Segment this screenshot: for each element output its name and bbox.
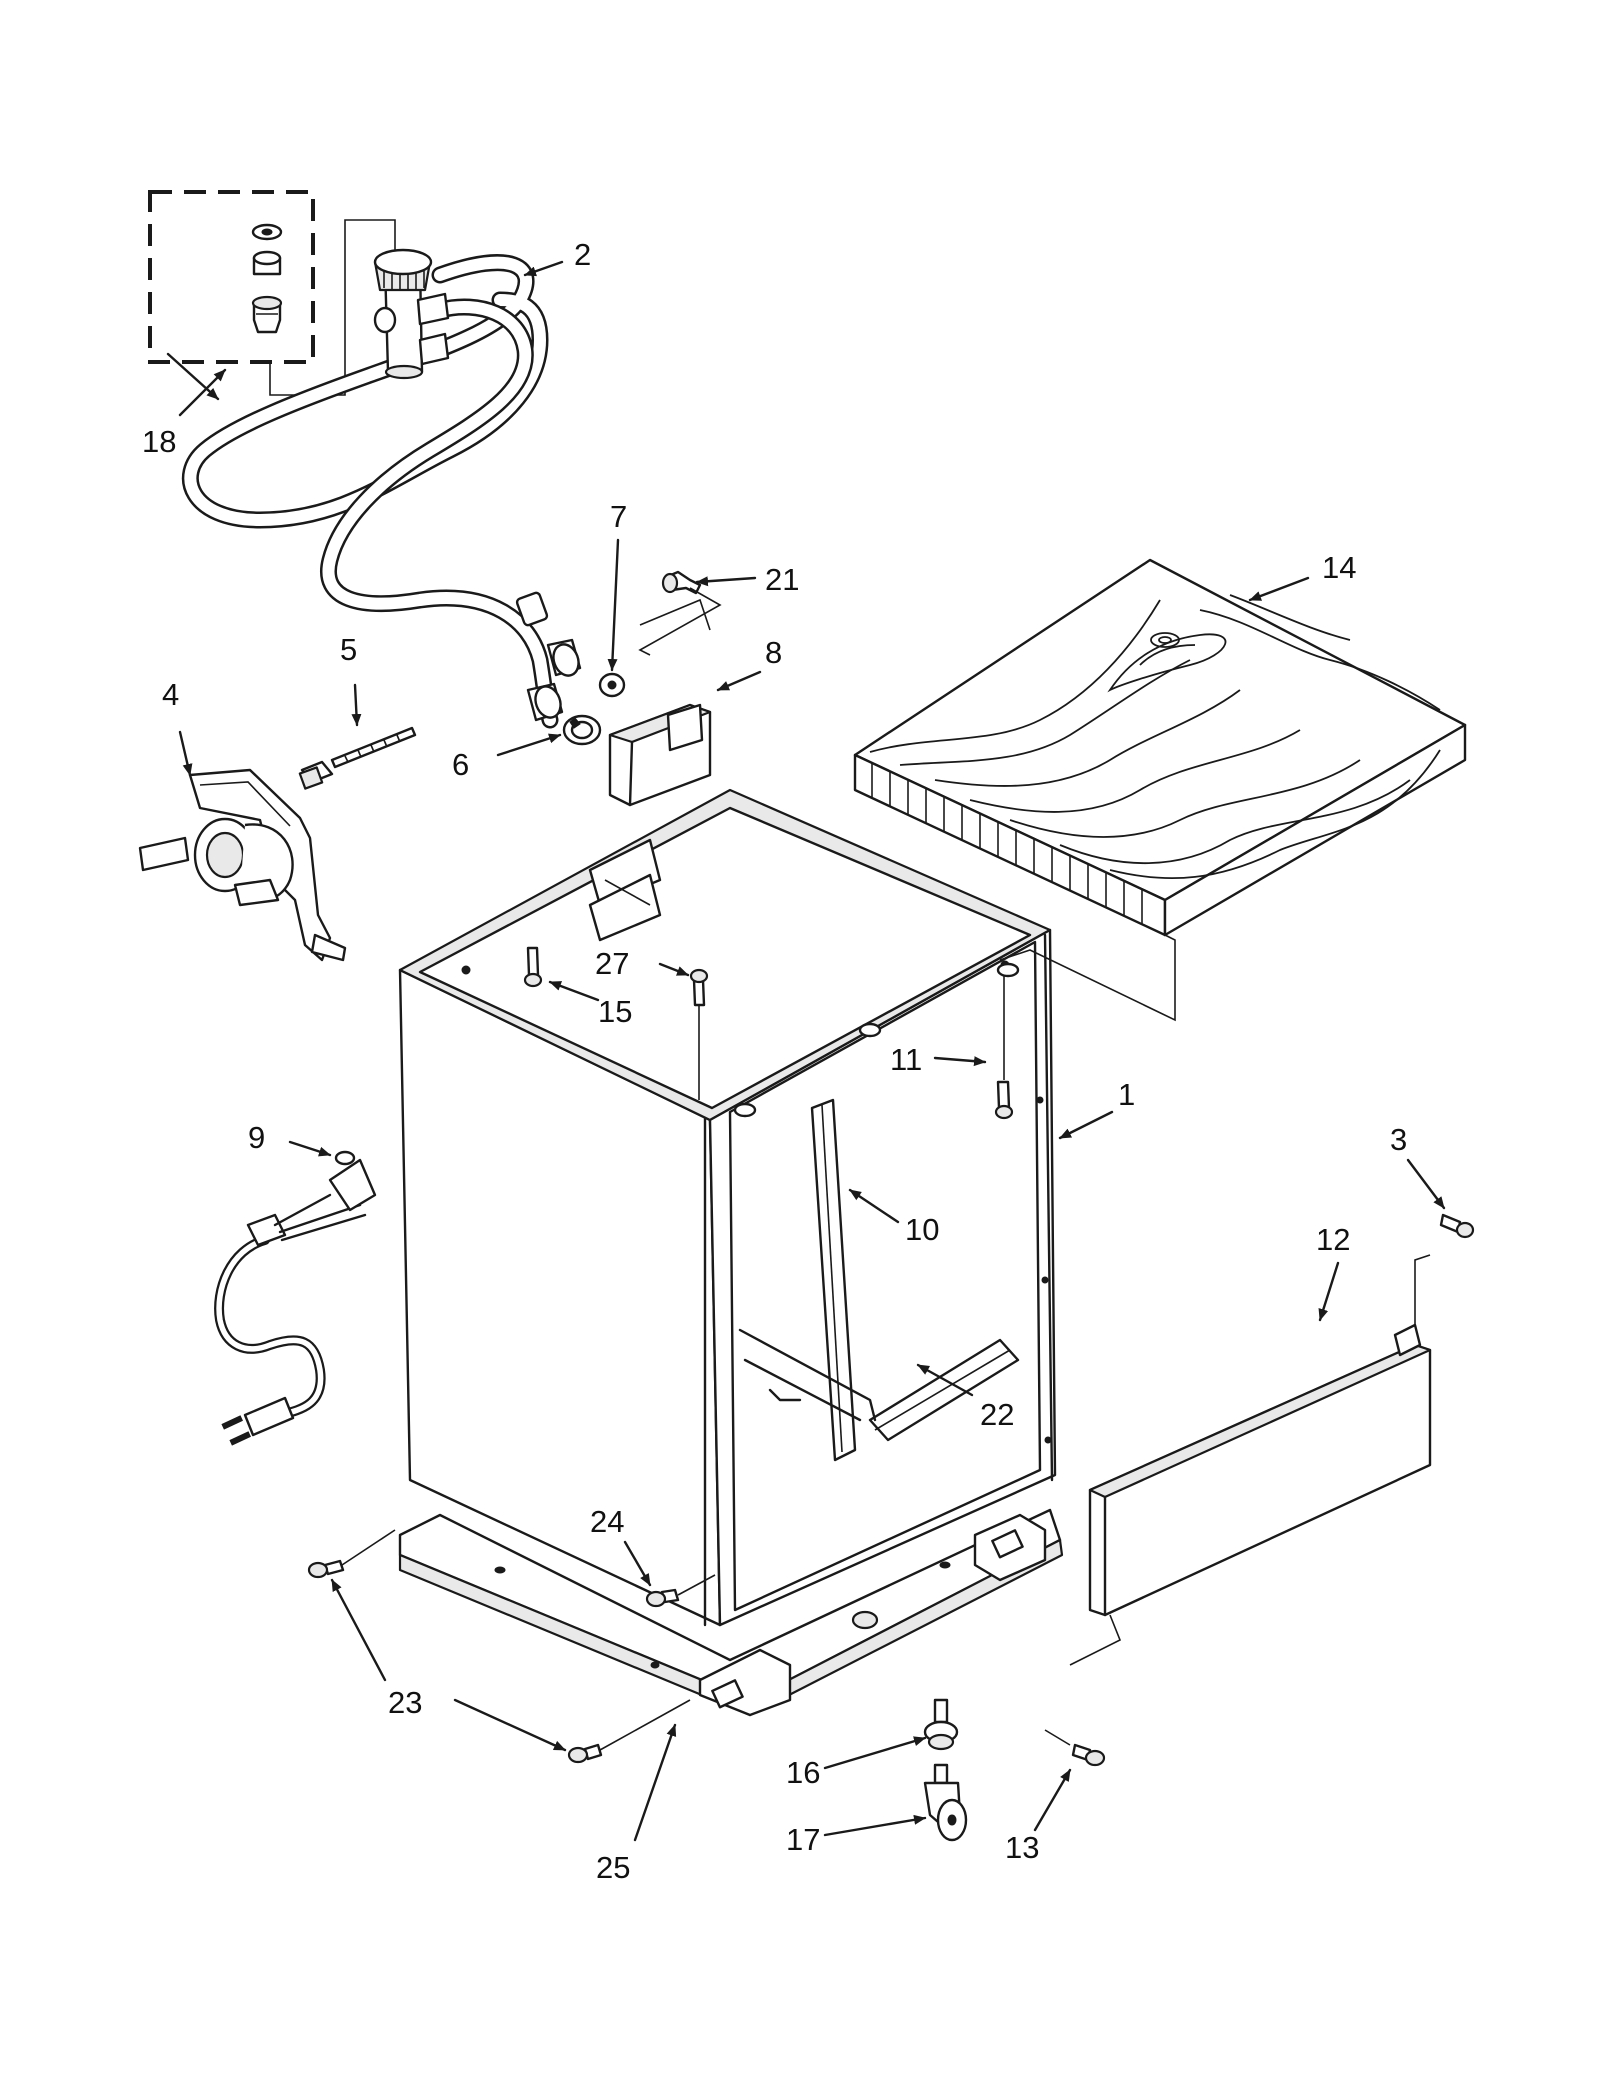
part-14-worktop bbox=[853, 558, 1467, 1022]
callout-2: 2 bbox=[574, 237, 591, 272]
part-6-hose-clamp bbox=[562, 714, 602, 746]
part-12-front-panel bbox=[1069, 1254, 1432, 1666]
part-17-caster bbox=[923, 1763, 968, 1842]
part-16-leveling-leg bbox=[923, 1698, 959, 1751]
part-2-inlet-valve-hose bbox=[181, 219, 582, 729]
leader-arrows bbox=[166, 260, 1446, 1842]
callout-10: 10 bbox=[905, 1212, 939, 1247]
part-23-screw-right bbox=[567, 1699, 691, 1764]
callout-23: 23 bbox=[388, 1685, 422, 1720]
part-4-bracket-assembly bbox=[138, 768, 347, 962]
part-7-washer bbox=[598, 672, 626, 698]
callout-7: 7 bbox=[610, 499, 627, 534]
part-5-cable-tie bbox=[298, 726, 417, 790]
part-18-kit bbox=[148, 190, 315, 364]
callout-21: 21 bbox=[765, 562, 799, 597]
callout-16: 16 bbox=[786, 1755, 820, 1790]
callout-11: 11 bbox=[890, 1042, 922, 1077]
part-13-screw bbox=[1044, 1729, 1106, 1767]
callout-13: 13 bbox=[1005, 1830, 1039, 1865]
callout-8: 8 bbox=[765, 635, 782, 670]
callout-22: 22 bbox=[980, 1397, 1014, 1432]
callout-14: 14 bbox=[1322, 550, 1356, 585]
callout-labels: 1 2 3 4 5 6 7 8 9 10 11 12 13 14 15 16 1… bbox=[142, 237, 1407, 1885]
part-15-screw bbox=[523, 946, 543, 988]
part-11-screw bbox=[994, 975, 1014, 1120]
callout-6: 6 bbox=[452, 747, 469, 782]
part-9-power-cord bbox=[214, 1150, 377, 1446]
callout-4: 4 bbox=[162, 677, 179, 712]
callout-25: 25 bbox=[596, 1850, 630, 1885]
callout-15: 15 bbox=[598, 994, 632, 1029]
callout-18: 18 bbox=[142, 424, 176, 459]
callout-17: 17 bbox=[786, 1822, 820, 1857]
callout-5: 5 bbox=[340, 632, 357, 667]
part-21-screw bbox=[638, 570, 722, 656]
callout-3: 3 bbox=[1390, 1122, 1407, 1157]
callout-9: 9 bbox=[248, 1120, 265, 1155]
callout-1: 1 bbox=[1118, 1077, 1135, 1112]
callout-24: 24 bbox=[590, 1504, 624, 1539]
part-27-screw bbox=[689, 968, 709, 1100]
part-24-screw bbox=[645, 1574, 716, 1608]
part-25-base bbox=[398, 1508, 1064, 1717]
part-1-cabinet bbox=[398, 788, 1057, 1627]
callout-27: 27 bbox=[595, 946, 629, 981]
callout-12: 12 bbox=[1316, 1222, 1350, 1257]
part-8-bracket bbox=[608, 598, 712, 807]
part-3-screw bbox=[1439, 1213, 1475, 1239]
part-23-screw-left bbox=[307, 1529, 396, 1579]
